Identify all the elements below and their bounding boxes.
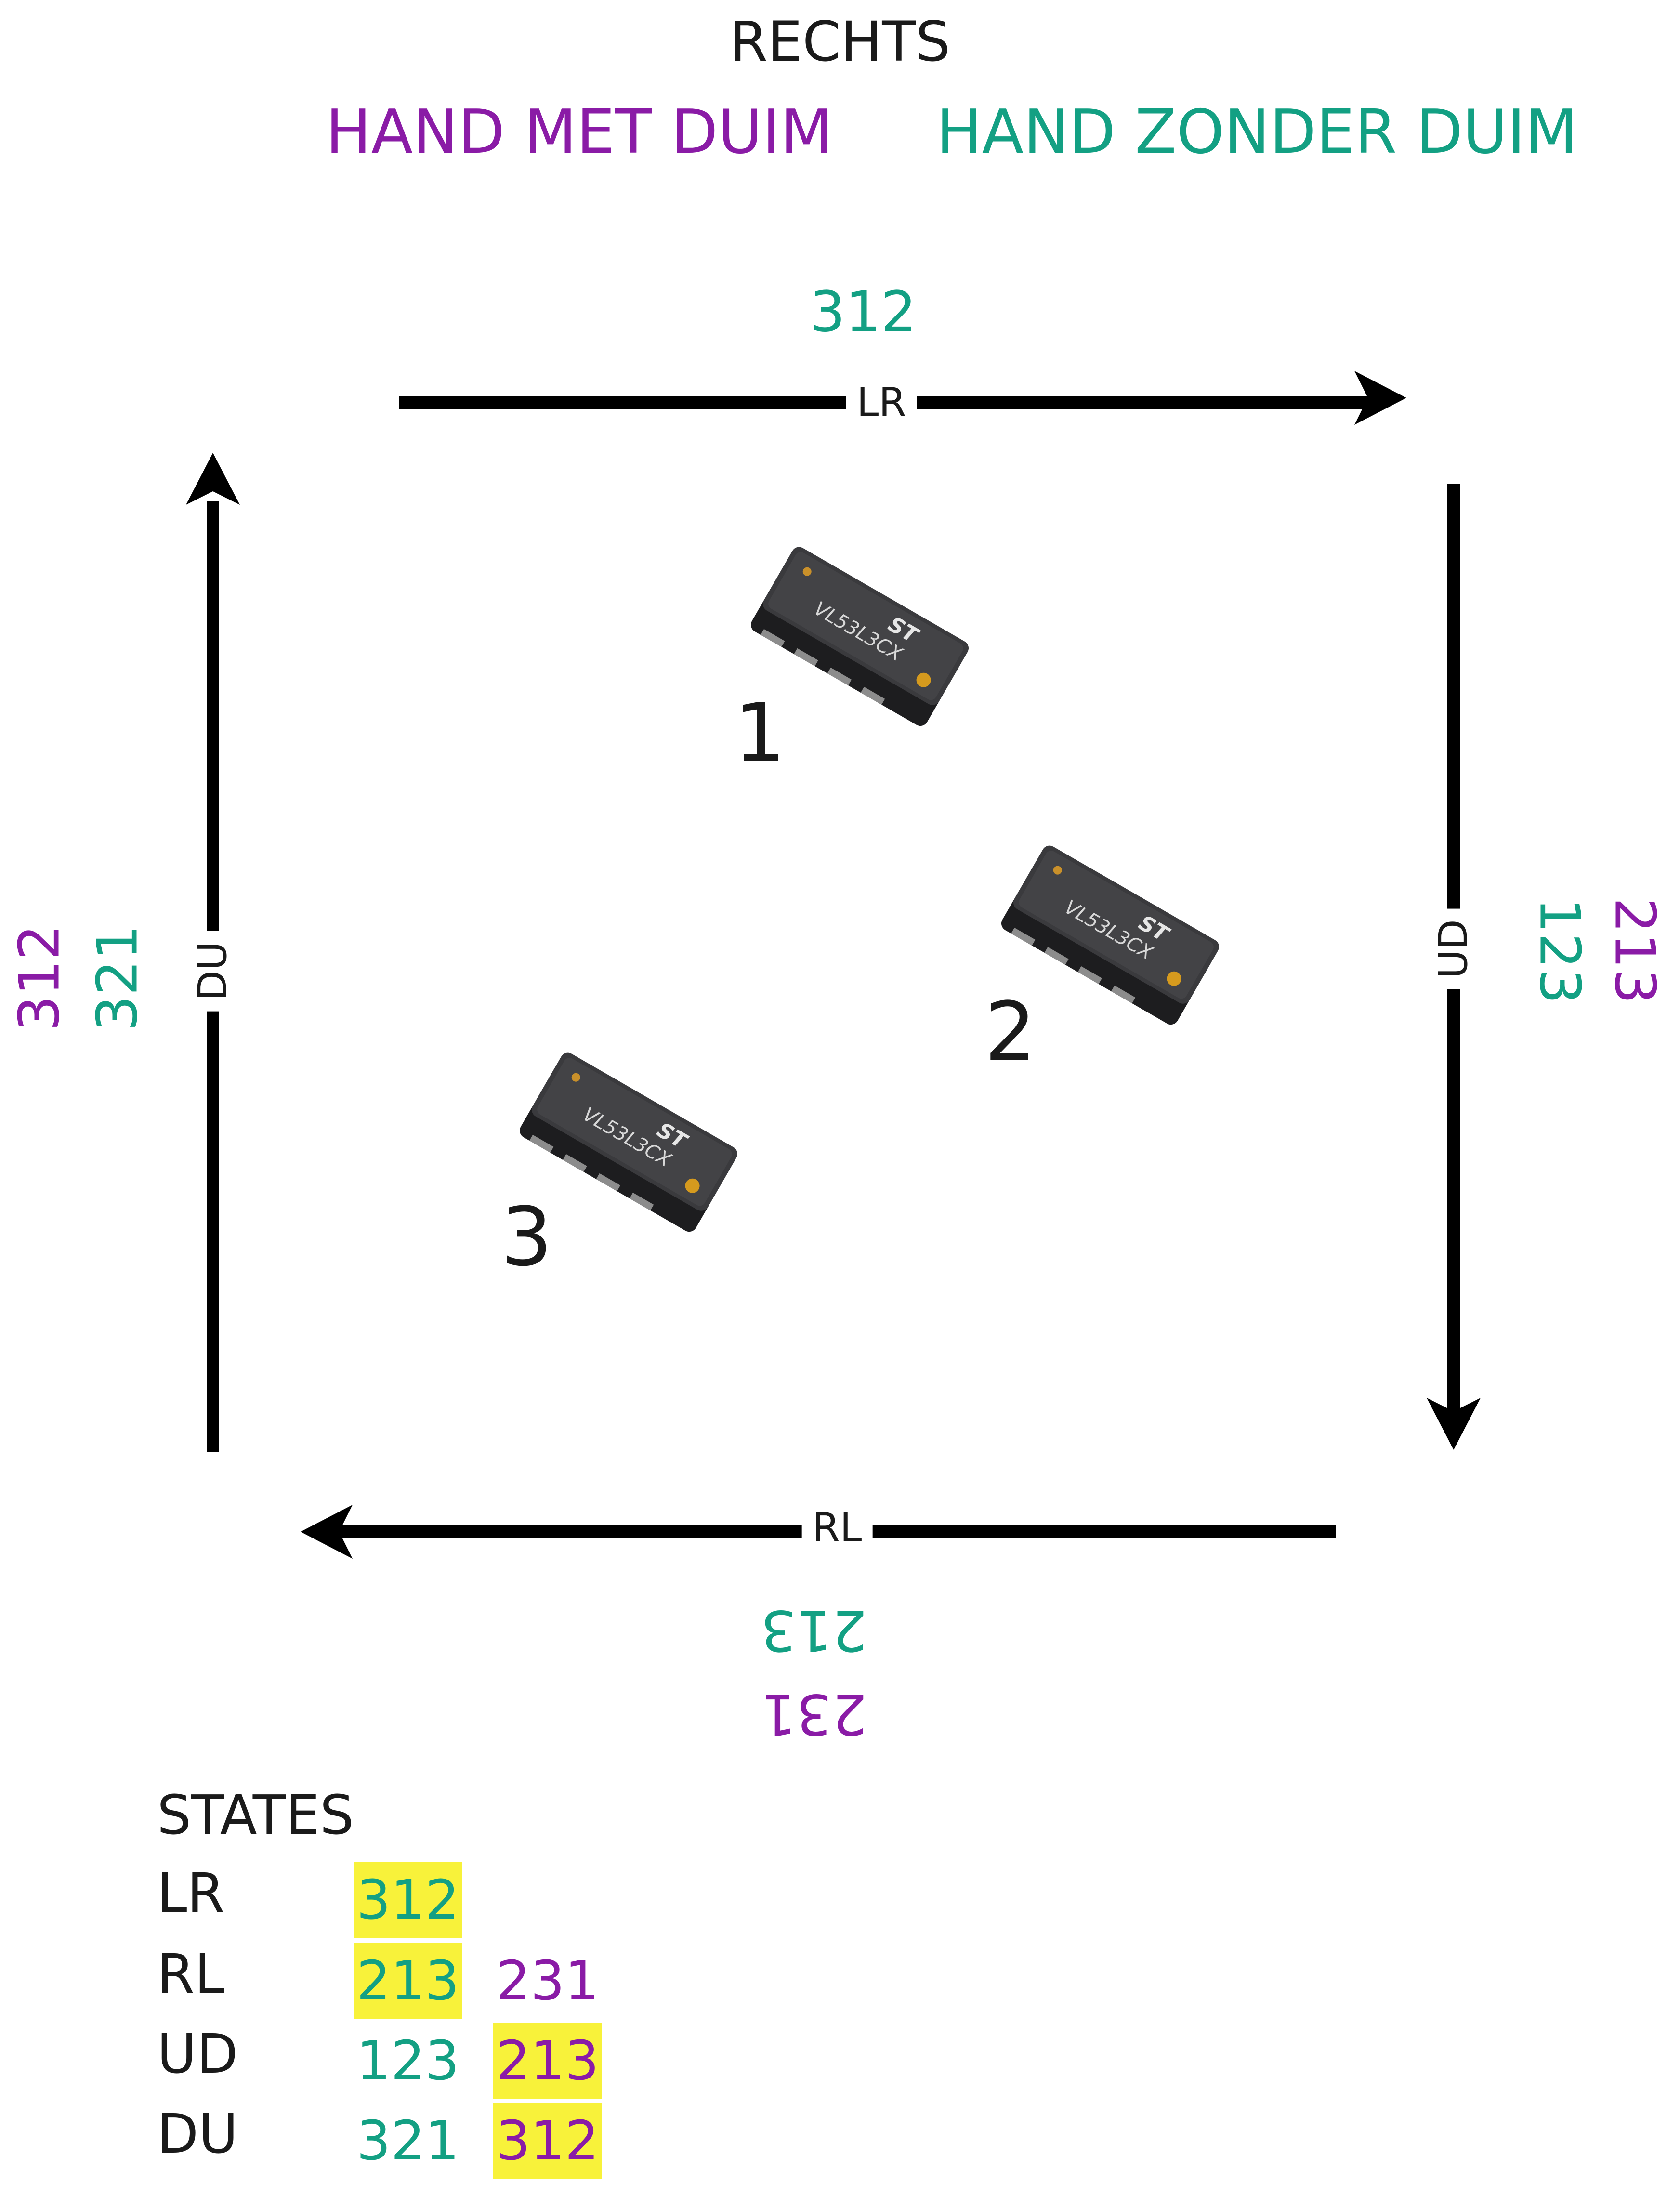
sensor-chip-2: ST VL53L3CX — [1001, 845, 1220, 1025]
ud-state-purple: 213 — [1602, 897, 1667, 1004]
sensor-label-2: 2 — [984, 985, 1036, 1079]
arrow-lr-label: LR — [846, 380, 917, 426]
sensor-chip-1: ST VL53L3CX — [750, 547, 969, 726]
sensor-label-3: 3 — [501, 1190, 552, 1284]
states-row-label: LR — [157, 1862, 225, 1925]
lr-state-teal: 312 — [810, 279, 917, 345]
rl-state-purple: 231 — [761, 1681, 867, 1747]
page-title: RECHTS — [729, 10, 951, 74]
states-cell-purple: 312 — [493, 2103, 602, 2179]
states-cell-teal: 321 — [356, 2110, 459, 2172]
states-cell-teal: 213 — [354, 1943, 462, 2019]
legend-hand-with-thumb: HAND MET DUIM — [326, 96, 833, 167]
states-heading: STATES — [157, 1784, 354, 1847]
arrow-ud-label: UD — [1431, 908, 1477, 989]
states-cell-teal: 123 — [356, 2030, 459, 2092]
arrow-du-label: DU — [190, 931, 236, 1012]
arrow-rl-label: RL — [801, 1505, 873, 1551]
states-row-label: RL — [157, 1943, 225, 2006]
states-cell-purple: 213 — [493, 2023, 602, 2099]
du-state-teal: 321 — [85, 924, 150, 1031]
states-cell-teal: 312 — [354, 1862, 462, 1938]
sensor-label-1: 1 — [734, 686, 786, 780]
du-state-purple: 312 — [7, 924, 72, 1031]
sensor-chip-3: ST VL53L3CX — [519, 1052, 738, 1232]
rl-state-teal: 213 — [761, 1597, 867, 1663]
ud-state-teal: 123 — [1527, 897, 1592, 1004]
states-row-label: DU — [157, 2103, 238, 2166]
legend-hand-without-thumb: HAND ZONDER DUIM — [936, 96, 1578, 167]
states-row-label: UD — [157, 2023, 238, 2086]
states-cell-purple: 231 — [496, 1950, 599, 2012]
